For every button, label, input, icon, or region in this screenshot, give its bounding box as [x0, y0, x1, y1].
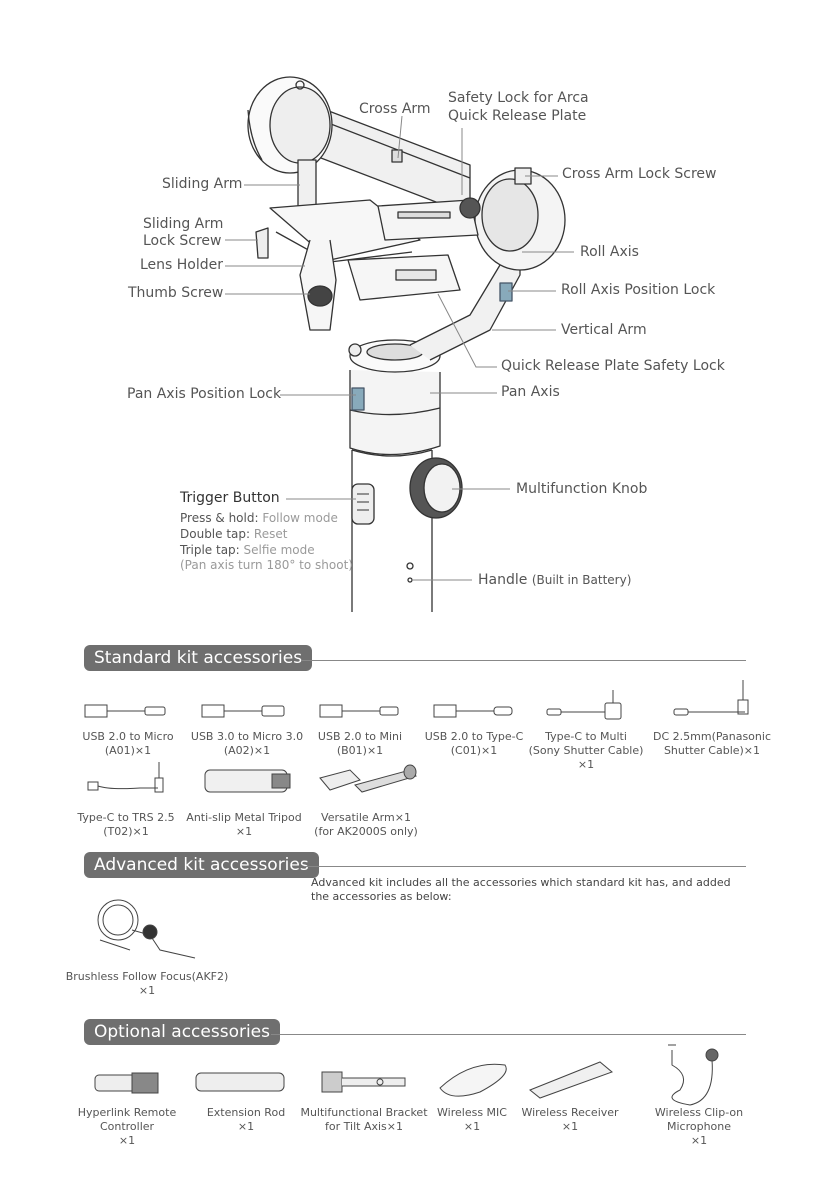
accessory-usb-mini: USB 2.0 to Mini(B01)×1	[300, 730, 420, 758]
typec-trs-cable-icon	[88, 762, 163, 792]
bracket-icon	[322, 1072, 405, 1092]
accessory-versatile-arm: Versatile Arm×1(for AK2000S only)	[306, 811, 426, 839]
extension-rod-icon	[196, 1073, 284, 1091]
usb-typec-cable-icon	[434, 705, 512, 717]
usb3-micro-cable-icon	[202, 705, 284, 717]
tripod-icon	[205, 770, 290, 792]
follow-focus-icon	[98, 900, 195, 958]
advanced-kit-note: Advanced kit includes all the accessorie…	[311, 876, 731, 904]
versatile-arm-icon	[320, 765, 416, 792]
accessory-typec-multi: Type-C to Multi(Sony Shutter Cable)×1	[524, 730, 648, 772]
accessory-follow-focus: Brushless Follow Focus(AKF2)×1	[62, 970, 232, 998]
accessory-usb-micro: USB 2.0 to Micro(A01)×1	[68, 730, 188, 758]
wireless-receiver-icon	[530, 1062, 612, 1098]
accessory-clip-on-mic: Wireless Clip-on Microphone×1	[622, 1106, 776, 1148]
typec-multi-cable-icon	[547, 690, 621, 719]
usb-mini-cable-icon	[320, 705, 398, 717]
clip-on-mic-icon	[668, 1045, 718, 1105]
remote-controller-icon	[95, 1073, 158, 1093]
advanced-kit-heading: Advanced kit accessories	[84, 852, 319, 878]
accessory-remote-controller: Hyperlink Remote Controller×1	[50, 1106, 204, 1148]
usb-micro-cable-icon	[85, 705, 165, 717]
wireless-mic-icon	[440, 1064, 506, 1096]
accessory-wireless-receiver: Wireless Receiver×1	[520, 1106, 620, 1134]
optional-heading: Optional accessories	[84, 1019, 280, 1045]
accessory-tripod: Anti-slip Metal Tripod×1	[184, 811, 304, 839]
accessory-typec-trs: Type-C to TRS 2.5(T02)×1	[66, 811, 186, 839]
optional-rule	[271, 1034, 746, 1035]
dc-cable-icon	[674, 680, 748, 715]
accessory-wireless-mic: Wireless MIC×1	[430, 1106, 514, 1134]
accessory-usb3-micro: USB 3.0 to Micro 3.0(A02)×1	[187, 730, 307, 758]
accessory-extension-rod: Extension Rod×1	[196, 1106, 296, 1134]
accessory-usb-typec: USB 2.0 to Type-C(C01)×1	[414, 730, 534, 758]
advanced-kit-rule	[304, 866, 746, 867]
